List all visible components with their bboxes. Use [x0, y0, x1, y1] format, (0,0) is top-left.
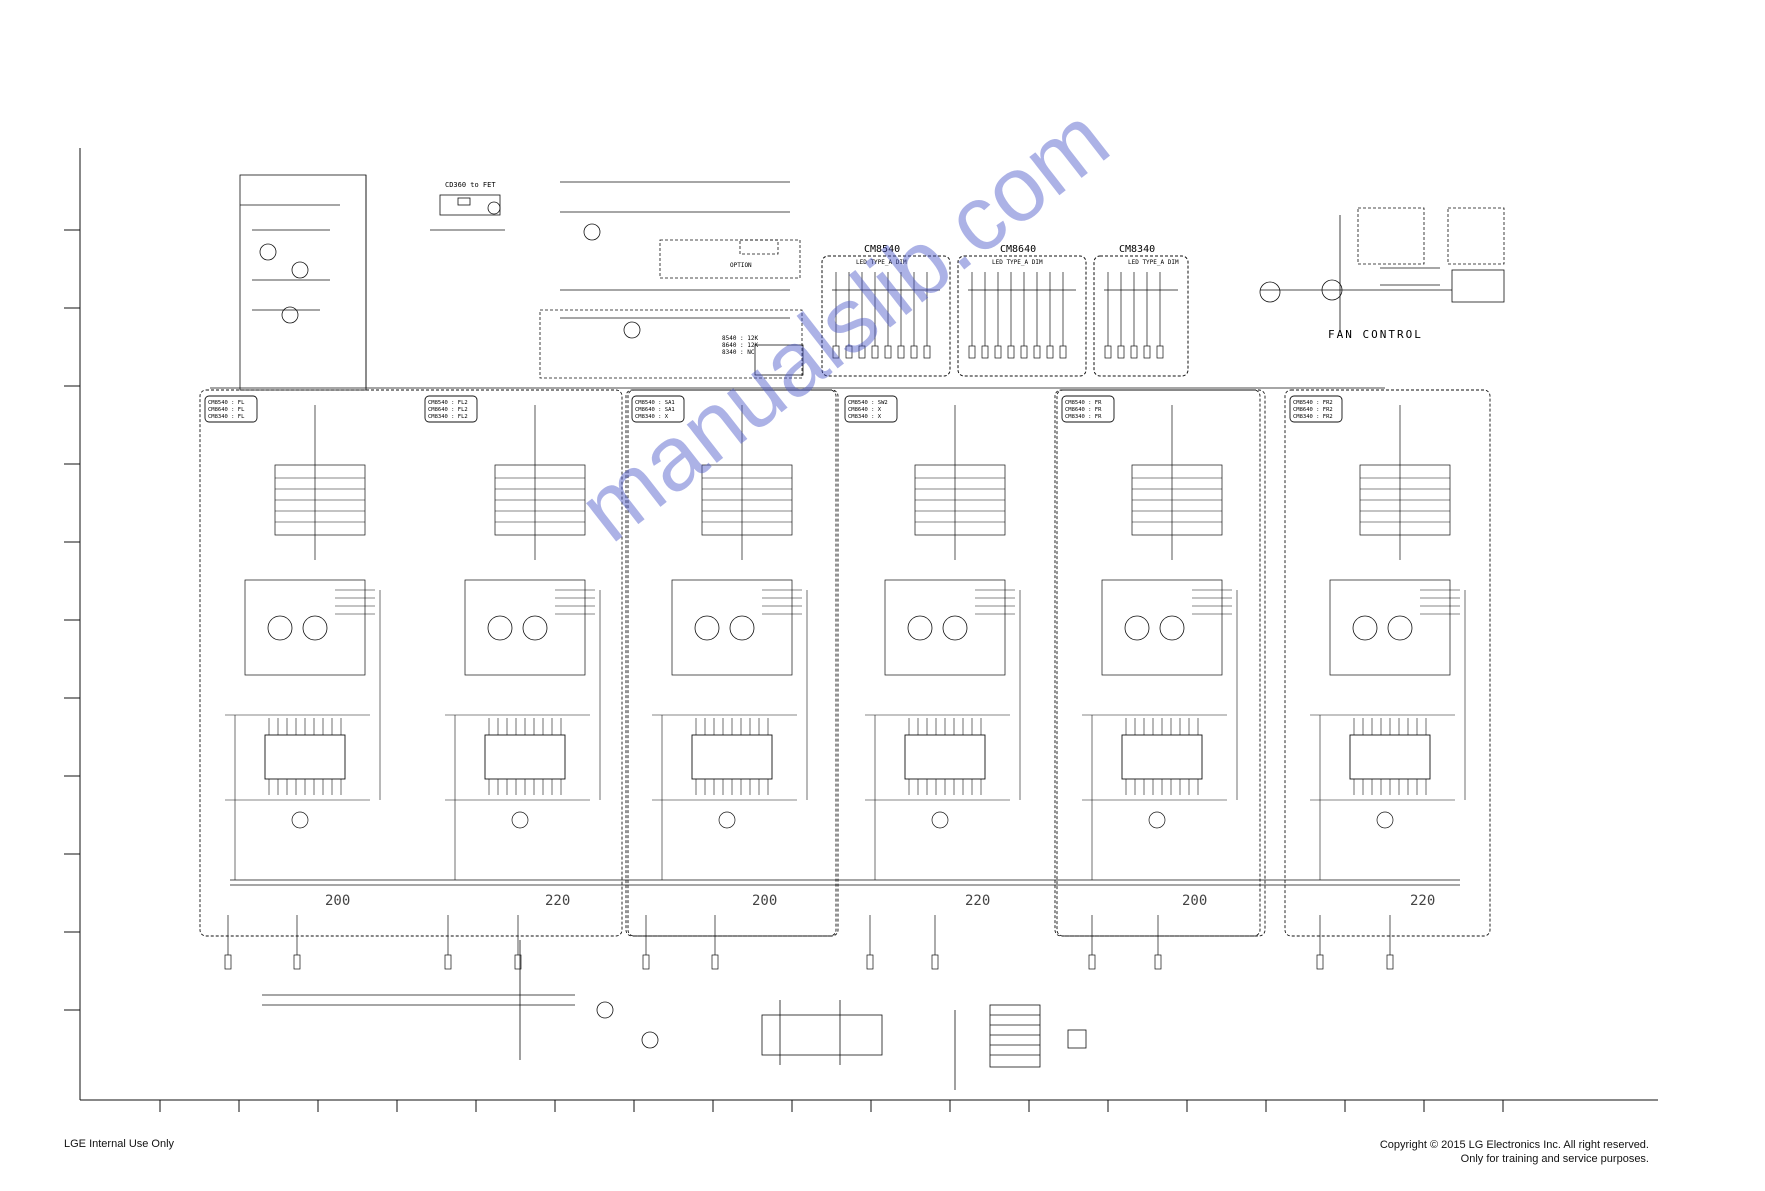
- channel-option-line: CM8640 : X: [848, 407, 882, 413]
- channel-voltage-label: 220: [1410, 893, 1435, 909]
- option-label-top: OPTION: [730, 262, 752, 269]
- channel-group-left-3: [1056, 389, 1266, 937]
- channel-option-line: CM8540 : FR: [1065, 400, 1102, 406]
- top-left-circuit: [239, 174, 367, 391]
- channel-group-right-2: [1054, 389, 1261, 937]
- model-title: CM8340: [1119, 244, 1155, 255]
- channel-option-line: CM8340 : FL: [208, 414, 245, 420]
- pin-connector: [1154, 954, 1162, 970]
- channel-option-line: CM8340 : X: [848, 414, 882, 420]
- channel-option-line: CM8640 : FL2: [428, 407, 468, 413]
- fan-control-label: FAN CONTROL: [1328, 328, 1423, 341]
- fet-circuit: [430, 194, 505, 231]
- bus-lines: [210, 387, 1460, 886]
- channel-option-line: CM8340 : X: [635, 414, 669, 420]
- fan-control-circuit: [1259, 207, 1505, 330]
- bottom-circuits: [262, 940, 1087, 1090]
- channel-group-left-2: [627, 389, 839, 937]
- footer-copyright: Copyright © 2015 LG Electronics Inc. All…: [1380, 1138, 1649, 1166]
- channel-group-right-1: [625, 389, 837, 937]
- pin-connector: [711, 954, 719, 970]
- model-title: CM8640: [1000, 244, 1036, 255]
- channel-option-line: CM8340 : FR2: [1293, 414, 1333, 420]
- pin-connector: [224, 954, 232, 970]
- frame: [79, 148, 1658, 1101]
- pin-connector: [444, 954, 452, 970]
- pin-connector: [293, 954, 301, 970]
- option-line-2: 8640 : 12K: [722, 342, 759, 349]
- channel-option-line: CM8640 : FR: [1065, 407, 1102, 413]
- pin-connector: [1316, 954, 1324, 970]
- channel-option-line: CM8540 : SW2: [848, 400, 888, 406]
- model-title: CM8540: [864, 244, 900, 255]
- channel-voltage-label: 220: [545, 893, 570, 909]
- footer-internal-use: LGE Internal Use Only: [64, 1138, 175, 1150]
- option-line-1: 8540 : 12K: [722, 335, 759, 342]
- model-led-label: LED TYPE_A DIM: [856, 259, 907, 266]
- copyright-line: Copyright © 2015 LG Electronics Inc. All…: [1379, 1139, 1649, 1151]
- center-top-circuit: [539, 181, 804, 379]
- channel-option-line: CM8540 : FR2: [1293, 400, 1333, 406]
- training-line: Only for training and service purposes.: [1460, 1153, 1649, 1165]
- pin-connector: [1386, 954, 1394, 970]
- channel-voltage-label: 220: [965, 893, 990, 909]
- channel-option-line: CM8640 : SA1: [635, 407, 675, 413]
- pin-connector: [1088, 954, 1096, 970]
- channel-option-line: CM8340 : FR: [1065, 414, 1102, 420]
- model-led-label: LED TYPE_A DIM: [992, 259, 1043, 266]
- channel-option-line: CM8340 : FL2: [428, 414, 468, 420]
- channel-option-line: CM8540 : FL: [208, 400, 245, 406]
- frame-ticks: [64, 229, 1504, 1112]
- channel-option-line: CM8540 : SA1: [635, 400, 675, 406]
- channel-voltage-label: 200: [752, 893, 777, 909]
- channel-voltage-label: 200: [1182, 893, 1207, 909]
- input-pins: [224, 915, 1394, 970]
- fet-label: CD360 to FET: [445, 181, 496, 189]
- pin-connector: [514, 954, 522, 970]
- channel-option-line: CM8640 : FR2: [1293, 407, 1333, 413]
- model-led-label: LED TYPE_A DIM: [1128, 259, 1179, 266]
- channel-group-right-3: [1284, 389, 1491, 937]
- option-line-3: 8340 : NC: [722, 349, 755, 356]
- pin-connector: [642, 954, 650, 970]
- channel-option-line: CM8540 : FL2: [428, 400, 468, 406]
- pin-connector: [931, 954, 939, 970]
- pin-connector: [866, 954, 874, 970]
- channel-group-left-1: [199, 389, 623, 937]
- channel-option-line: CM8640 : FL: [208, 407, 245, 413]
- channel-voltage-label: 200: [325, 893, 350, 909]
